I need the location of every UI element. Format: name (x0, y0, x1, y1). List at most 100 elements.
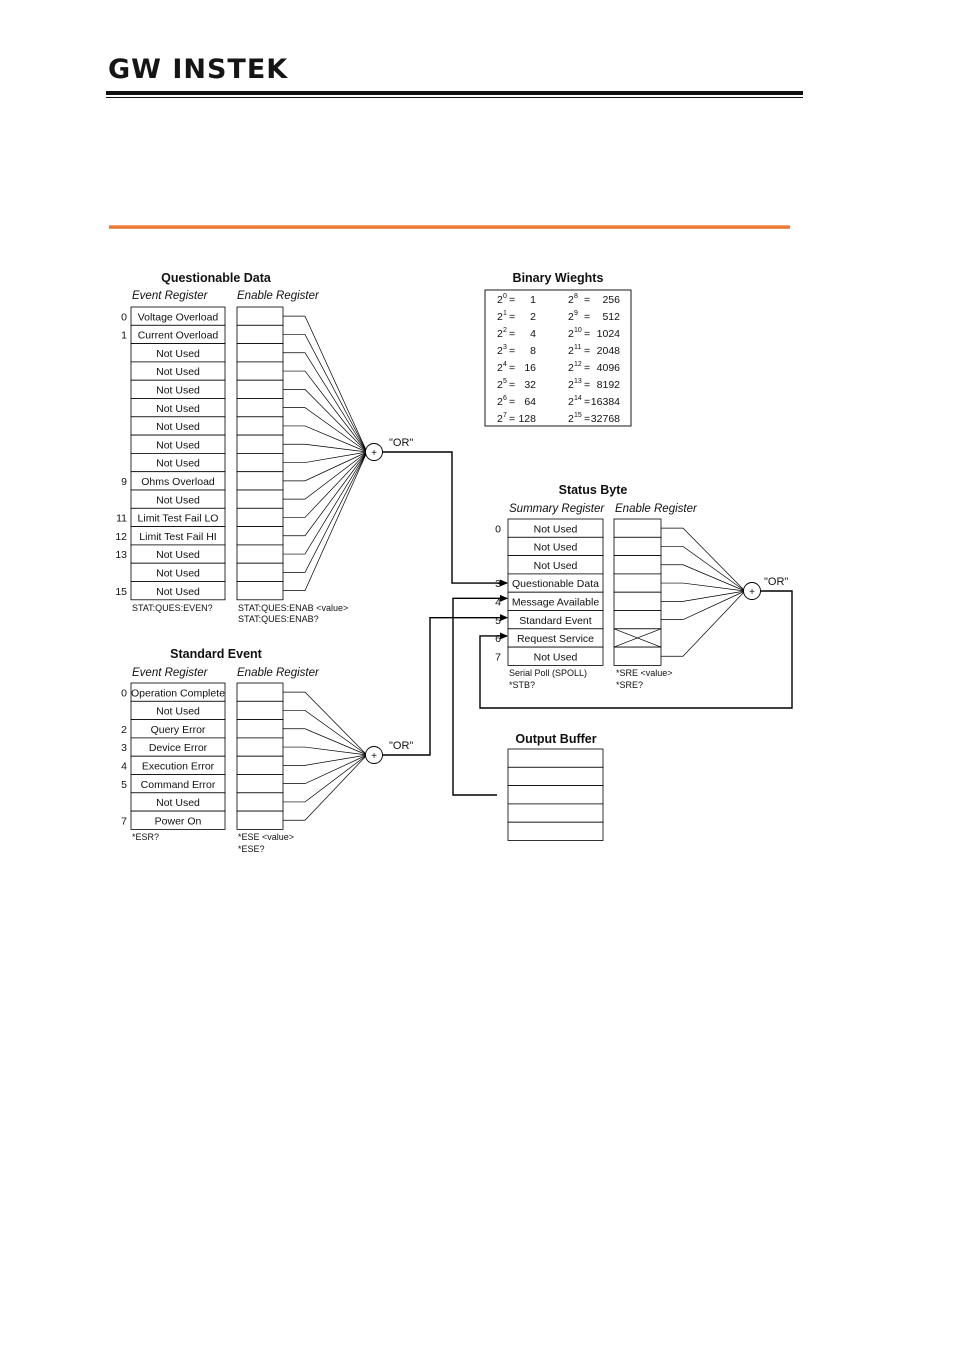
std-fan-line (283, 754, 368, 803)
std-event-label: Power On (155, 815, 202, 827)
ques-enable-cell (236, 507, 284, 527)
ques-fan-line (283, 451, 368, 482)
binary-base: 2 (568, 413, 574, 425)
std-event-label: Not Used (156, 706, 200, 718)
stb-enable-cell (613, 591, 662, 611)
ques-fan-line (283, 334, 368, 453)
ques-bit-number: 12 (115, 531, 127, 543)
binary-base: 2 (568, 379, 574, 391)
stb-event-label: Message Available (512, 597, 600, 609)
binary-eq: = (584, 311, 590, 323)
binary-value: 128 (518, 413, 536, 425)
binary-base: 2 (497, 413, 503, 425)
ques-enable-cell (236, 398, 284, 418)
stb-enable-cmd-2: *SRE? (616, 680, 643, 690)
wire-output-to-status (452, 597, 507, 796)
stb-event-cell (507, 646, 604, 666)
stb-enable-cell (613, 646, 662, 666)
std-event-label: Execution Error (142, 761, 215, 773)
std-event-label: Operation Complete (131, 687, 225, 699)
std-enable-cmd-1: *ESE <value> (238, 832, 294, 842)
binary-base: 2 (568, 328, 574, 340)
std-event-label: Device Error (149, 742, 208, 754)
binary-value: 512 (602, 311, 620, 323)
ques-enable-cell (236, 581, 284, 601)
stb-bit-number: 7 (495, 651, 501, 663)
stb-enable-cell (613, 518, 662, 538)
stb-enable-cmd-1: *SRE <value> (616, 668, 673, 678)
ques-enable-cell (236, 526, 284, 546)
binary-value: 8 (530, 345, 536, 357)
ques-event-label: Not Used (156, 403, 200, 415)
arrow-standard-event (500, 614, 508, 622)
binary-eq: = (584, 379, 590, 391)
std-sum-symbol: + (371, 751, 377, 762)
ques-enable-cell (236, 379, 284, 399)
stb-fan-line (661, 564, 746, 592)
section-rule (109, 225, 790, 229)
ques-sum-symbol: + (371, 448, 377, 459)
binary-eq: = (509, 362, 515, 374)
std-fan-line (283, 746, 368, 756)
ques-event-label: Not Used (156, 439, 200, 451)
stb-fan-line (661, 590, 746, 621)
std-enable-cell (236, 700, 284, 720)
stb-or-label: "OR" (764, 576, 788, 588)
ques-enable-cell (236, 416, 284, 436)
stb-summary-header: Summary Register (509, 503, 605, 515)
ques-event-label: Ohms Overload (141, 476, 215, 488)
binary-eq: = (509, 345, 515, 357)
stb-event-label: Questionable Data (512, 578, 599, 590)
binary-exp: 4 (503, 361, 507, 368)
binary-value: 16384 (591, 396, 620, 408)
ques-bit-number: 13 (115, 549, 127, 561)
std-enable-cell (236, 792, 284, 812)
ques-fan-line (283, 451, 368, 555)
binary-base: 2 (497, 396, 503, 408)
stb-bit-number: 4 (495, 597, 501, 609)
stb-enable-cell (613, 610, 662, 630)
ques-event-label: Limit Test Fail LO (138, 513, 219, 525)
binary-value: 64 (524, 396, 536, 408)
std-event-header: Event Register (132, 667, 209, 679)
stb-title: Status Byte (559, 483, 628, 497)
std-bit-number: 3 (121, 742, 127, 754)
binary-base: 2 (497, 311, 503, 323)
binary-exp: 12 (574, 361, 582, 368)
ques-event-cmd: STAT:QUES:EVEN? (132, 603, 213, 613)
binary-value: 32 (524, 379, 536, 391)
binary-eq: = (584, 362, 590, 374)
binary-exp: 8 (574, 293, 578, 300)
ques-fan-line (283, 451, 368, 592)
std-event-cell (130, 810, 226, 830)
binary-eq: = (509, 328, 515, 340)
stb-event-label: Not Used (534, 542, 578, 554)
stb-event-label: Not Used (534, 651, 578, 663)
stb-event-label: Standard Event (519, 615, 591, 627)
binary-value: 4096 (597, 362, 621, 374)
ques-fan-line (283, 407, 368, 453)
ques-event-label: Not Used (156, 366, 200, 378)
binary-base: 2 (497, 362, 503, 374)
ques-bit-number: 0 (121, 311, 127, 323)
ques-fan-line (283, 352, 368, 453)
output-buffer-row (507, 803, 604, 823)
std-bit-number: 0 (121, 687, 127, 699)
binary-eq: = (509, 379, 515, 391)
binary-exp: 2 (503, 327, 507, 334)
binary-eq: = (509, 294, 515, 306)
std-enable-cmd-2: *ESE? (238, 844, 265, 854)
ques-fan-line (283, 443, 368, 453)
std-or-label: "OR" (389, 740, 413, 752)
binary-base: 2 (568, 311, 574, 323)
binary-value: 2 (530, 311, 536, 323)
header-rule-thick (106, 91, 803, 95)
stb-enable-cell (613, 573, 662, 593)
binary-base: 2 (497, 379, 503, 391)
stb-bit-number: 3 (495, 578, 501, 590)
ques-enable-cmd-1: STAT:QUES:ENAB <value> (238, 603, 348, 613)
binary-value: 8192 (597, 379, 621, 391)
binary-eq: = (584, 294, 590, 306)
ques-bit-number: 9 (121, 476, 127, 488)
binary-exp: 15 (574, 412, 582, 419)
